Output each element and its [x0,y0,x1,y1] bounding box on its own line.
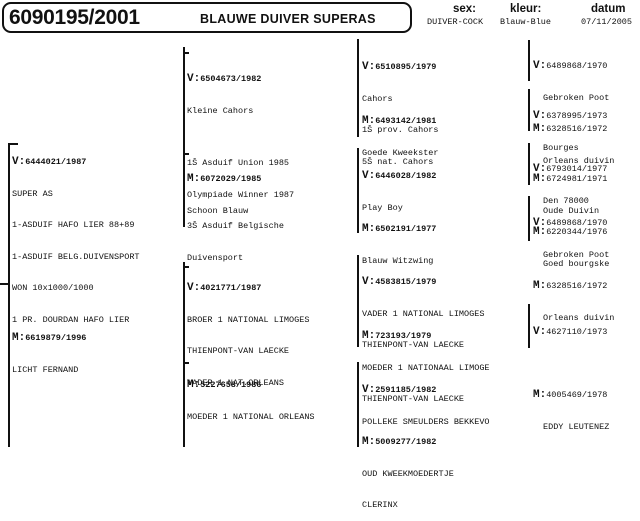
dam-entry: M:6619879/1996 LICHT FERNAND [12,332,87,375]
gen3-sdd-entry: M:6502191/1977 Blauw Witzwing [362,223,437,266]
gen1-sire-tick [8,143,18,145]
gen4-c-entry: V:6793014/1977 Den 78000 M:6220344/1976 … [533,163,610,269]
gen3-dss-entry: V:4583815/1979 VADER 1 NATIONAL LIMOGES … [362,276,485,351]
gen3-sss-entry: V:6510895/1979 Cahors 1Š prov. Cahors 5Š… [362,61,439,167]
pigeon-name: BLAUWE DUIVER SUPERAS [200,12,376,26]
sex-value: DUIVER-COCK [427,17,484,27]
gen3-dsd-entry: M:723193/1979 MOEDER 1 NATIONAAL LIMOGE … [362,330,490,405]
gen4-b-entry: V:6378995/1973 Bourges M:6724981/1971 Ou… [533,110,608,216]
color-value: Blauw-Blue [500,17,552,27]
gen3-a-bracket [357,39,359,137]
gen2-ds-tick [183,266,189,268]
gen4-d-entry: V:6489868/1970 Gebroken Poot M:6328516/1… [533,217,615,323]
gen3-ddd-entry: M:5009277/1982 OUD KWEEKMOEDERTJE CLERIN… [362,436,454,511]
dam-sire-entry: V:4021771/1987 BROER 1 NATIONAL LIMOGES … [187,282,310,388]
date-value: 07/11/2005 [581,17,633,27]
gen3-dds-entry: V:2591185/1982 POLLEKE SMEULDERS BEKKEVO [362,384,490,427]
gen2-ss-tick [183,52,189,54]
gen1-bracket [8,143,10,447]
sire-dam-entry: M:6072029/1985 Schoon Blauw [187,173,262,216]
gen4-e-entry: V:4627110/1973 M:4005469/1978 EDDY LEUTE… [533,326,610,432]
color-label: kleur: [510,3,542,15]
gen3-d-bracket [357,362,359,447]
gen3-ssd-entry: M:6493142/1981 Goede Kweekster [362,115,439,158]
dam-dam-entry: M:5227658/1986 MOEDER 1 NATIONAL ORLEANS [187,379,315,422]
gen4-e-bracket [528,304,530,348]
gen3-sds-entry: V:6446028/1982 Play Boy [362,170,437,213]
gen2-dd-tick [183,362,189,364]
gen2-sd-tick [183,153,189,155]
sire-entry: V:6444021/1987 SUPER AS 1-ASDUIF HAFO LI… [12,156,140,325]
gen3-c-bracket [357,255,359,347]
gen4-c-bracket [528,143,530,185]
date-label: datum [591,3,626,15]
gen3-b-bracket [357,148,359,233]
sex-label: sex: [453,3,477,15]
main-ring-number: 6090195/2001 [9,6,140,29]
gen0-link [0,283,10,285]
sire-sire-entry: V:6504673/1982 Kleine Cahors 1Š Asduif U… [187,73,295,263]
header-box [2,2,412,33]
gen4-a-bracket [528,40,530,81]
gen4-d-bracket [528,196,530,241]
gen4-b-bracket [528,89,530,131]
gen2-sire-bracket [183,47,185,227]
gen4-a-entry: V:6489868/1970 Gebroken Poot M:6328516/1… [533,60,615,166]
gen2-dam-bracket [183,262,185,447]
